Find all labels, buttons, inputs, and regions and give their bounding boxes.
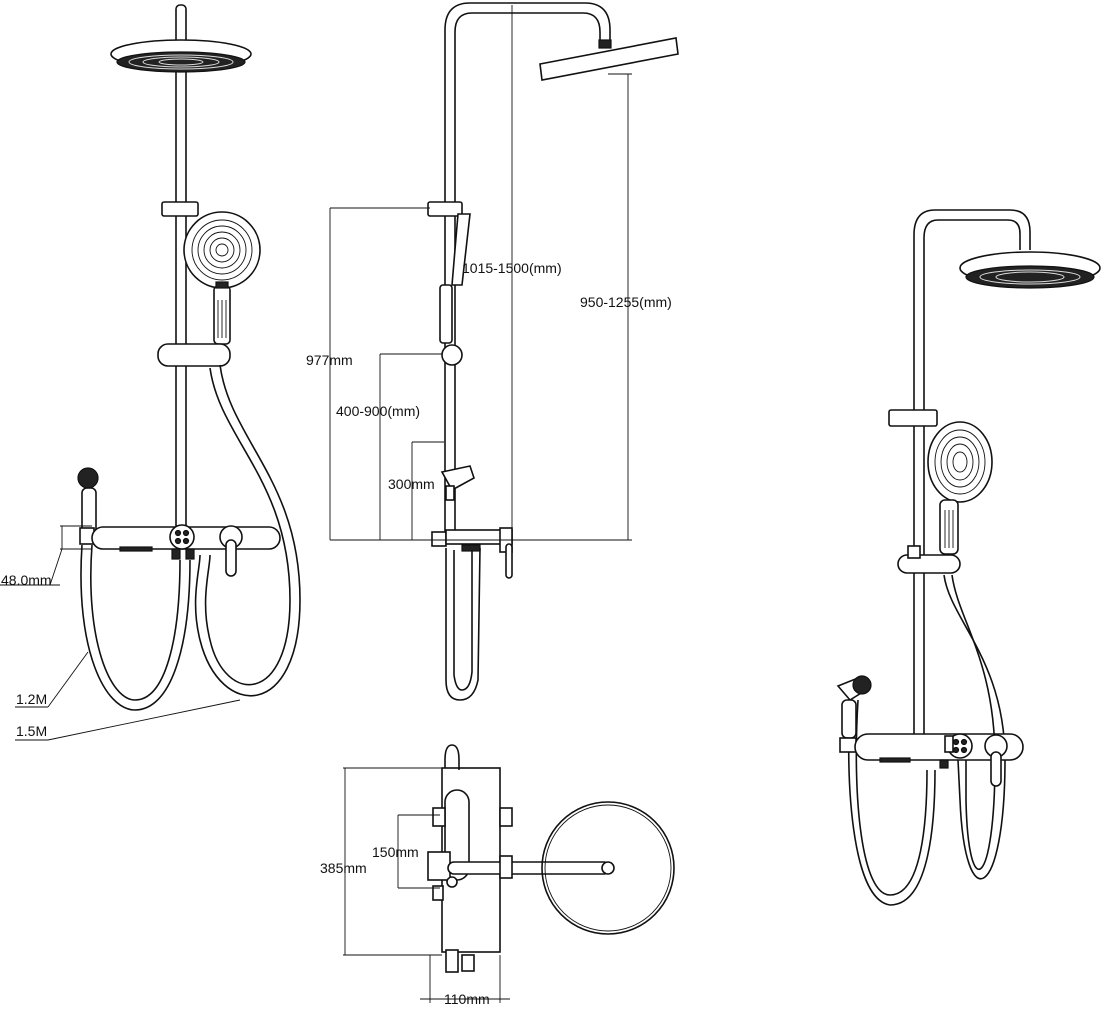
persp-bidet-sprayer [836, 675, 872, 753]
shelf-height-label: 48.0mm [1, 572, 52, 588]
side-rain-head [539, 37, 679, 81]
side-view: 1015-1500(mm) 950-1255(mm) 977mm 400-900… [306, 2, 679, 701]
persp-holder [888, 409, 938, 427]
riser-pole [175, 4, 187, 536]
persp-rain-head [959, 251, 1101, 289]
arm-offset-label: 150mm [372, 844, 419, 860]
bracket-height-label: 300mm [388, 476, 435, 492]
rain-shower-head [110, 39, 252, 73]
slide-bracket [157, 343, 231, 367]
front-view: 48.0mm 1.2M 1.5M [0, 4, 301, 741]
hose-1-5m [194, 364, 301, 697]
bidet-sprayer [77, 467, 99, 545]
perspective-view [836, 209, 1101, 906]
persp-riser [913, 209, 1031, 745]
head-height-range-label: 950-1255(mm) [580, 294, 672, 310]
thermostat-shelf [91, 524, 281, 577]
hose-1-5m-label: 1.5M [16, 723, 47, 739]
rail-977-label: 977mm [306, 352, 353, 368]
hand-shower [183, 211, 261, 345]
hose-1-2m-label: 1.2M [16, 691, 47, 707]
hose-1-2m [90, 544, 181, 701]
side-slider [441, 344, 463, 366]
persp-slide-bracket [897, 554, 961, 574]
hand-shower-holder [161, 201, 199, 217]
persp-hand-shower [927, 421, 993, 555]
slider-range-label: 400-900(mm) [336, 403, 420, 419]
persp-thermostat-shelf [854, 733, 1024, 787]
top-rain-head [541, 801, 675, 935]
arm-length-label: 385mm [320, 860, 367, 876]
side-riser [444, 2, 611, 535]
side-holder [427, 201, 463, 217]
depth-label: 110mm [444, 991, 490, 1007]
top-view: 385mm 150mm 110mm [320, 744, 675, 1007]
rail-height-range-label: 1015-1500(mm) [462, 260, 562, 276]
